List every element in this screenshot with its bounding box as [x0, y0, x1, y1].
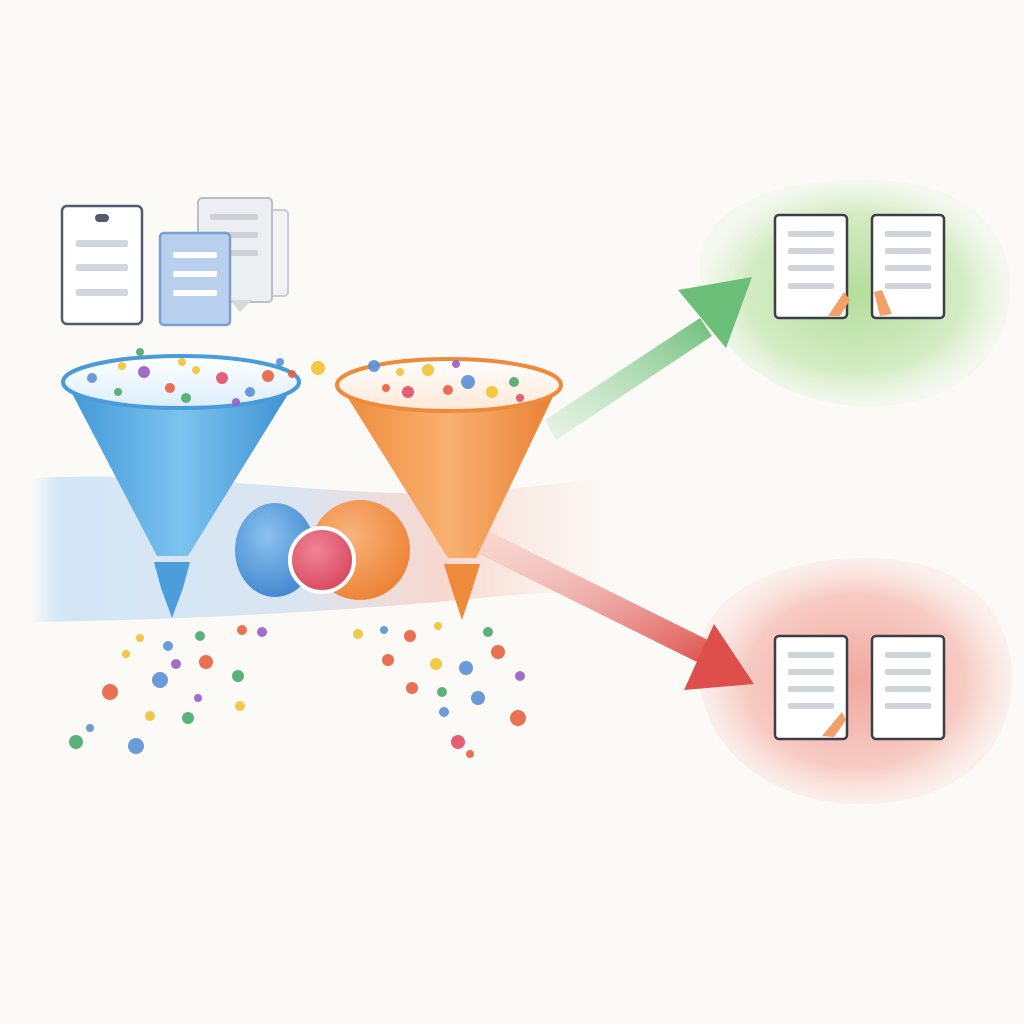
particle-dot: [232, 398, 240, 406]
particle-dot: [404, 630, 416, 642]
rejected-document-left: [773, 634, 849, 741]
reject-arrow: [475, 530, 754, 690]
particle-dot: [138, 366, 150, 378]
particle-dot: [434, 622, 442, 630]
particle-dot: [114, 388, 122, 396]
particle-dot: [136, 348, 144, 356]
particle-dot: [163, 641, 173, 651]
source-document-single: [60, 204, 144, 326]
overlap-ball: [288, 526, 356, 594]
particle-dot: [118, 362, 126, 370]
rejected-output-zone: [697, 557, 1013, 805]
rejected-document-right: [870, 634, 946, 741]
secondary-funnel-spout: [444, 564, 480, 620]
particle-dot: [402, 386, 414, 398]
particle-dot: [439, 707, 449, 717]
particle-dot: [262, 370, 274, 382]
particle-dot: [87, 373, 97, 383]
particle-dot: [461, 375, 475, 389]
accept-arrow-head: [678, 277, 752, 348]
primary-funnel-spout: [154, 562, 190, 618]
particle-dot: [471, 691, 485, 705]
particle-dot: [102, 684, 118, 700]
particle-dot: [86, 724, 94, 732]
accepted-document-right: [870, 213, 946, 320]
particle-dot: [483, 627, 493, 637]
particle-dot: [237, 625, 247, 635]
particle-dot: [152, 672, 168, 688]
particle-dot: [181, 393, 191, 403]
particle-dot: [451, 735, 465, 749]
particle-dot: [510, 710, 526, 726]
particle-dot: [382, 384, 390, 392]
particle-dot: [437, 687, 447, 697]
particle-dot: [257, 627, 267, 637]
particle-dot: [406, 682, 418, 694]
particle-dot: [178, 358, 186, 366]
rejected-zone-blob: [697, 557, 1013, 805]
reject-arrow-head: [684, 624, 754, 690]
particle-dot: [69, 735, 83, 749]
particle-dot: [452, 360, 460, 368]
particle-dot: [396, 368, 404, 376]
particle-dot: [515, 671, 525, 681]
particle-dot: [145, 711, 155, 721]
particle-dot: [245, 387, 255, 397]
particle-dot: [235, 701, 245, 711]
particle-dot: [122, 650, 130, 658]
particle-dot: [353, 629, 363, 639]
particle-dot: [422, 364, 434, 376]
secondary-funnel-body: [338, 374, 560, 558]
particle-dot: [128, 738, 144, 754]
particle-dot: [459, 661, 473, 675]
particle-dot: [194, 694, 202, 702]
document-stack-icon: [158, 197, 289, 327]
particle-dot: [165, 383, 175, 393]
particle-dot: [171, 659, 181, 669]
secondary-funnel-rim: [335, 357, 563, 413]
source-documents: [60, 197, 289, 327]
particle-dot: [136, 634, 144, 642]
particle-dot: [491, 645, 505, 659]
particle-dot: [199, 655, 213, 669]
particle-dot: [232, 670, 244, 682]
particle-dot: [380, 626, 388, 634]
particle-dot: [466, 750, 474, 758]
particle-dot: [443, 385, 453, 395]
particle-dot: [368, 360, 380, 372]
accept-arrow: [545, 277, 752, 440]
particles: [69, 348, 526, 758]
filter-overlap: [235, 500, 410, 600]
accepted-zone-blob: [699, 179, 1011, 407]
accept-arrow-shaft: [545, 318, 712, 440]
particle-dot: [288, 370, 296, 378]
accepted-document-left: [773, 213, 850, 320]
particle-dot: [516, 394, 524, 402]
particle-dot: [382, 654, 394, 666]
particle-dot: [509, 377, 519, 387]
funnel-icon: [335, 357, 563, 620]
accepted-output-zone: [699, 179, 1011, 407]
particle-dot: [182, 712, 194, 724]
particle-dot: [276, 358, 284, 366]
particle-dot: [430, 658, 442, 670]
reject-arrow-shaft: [475, 530, 712, 664]
particle-dot: [311, 361, 325, 375]
particle-dot: [192, 366, 200, 374]
particle-dot: [216, 372, 228, 384]
particle-dot: [486, 386, 498, 398]
primary-funnel-body: [64, 369, 298, 556]
particle-dot: [195, 631, 205, 641]
